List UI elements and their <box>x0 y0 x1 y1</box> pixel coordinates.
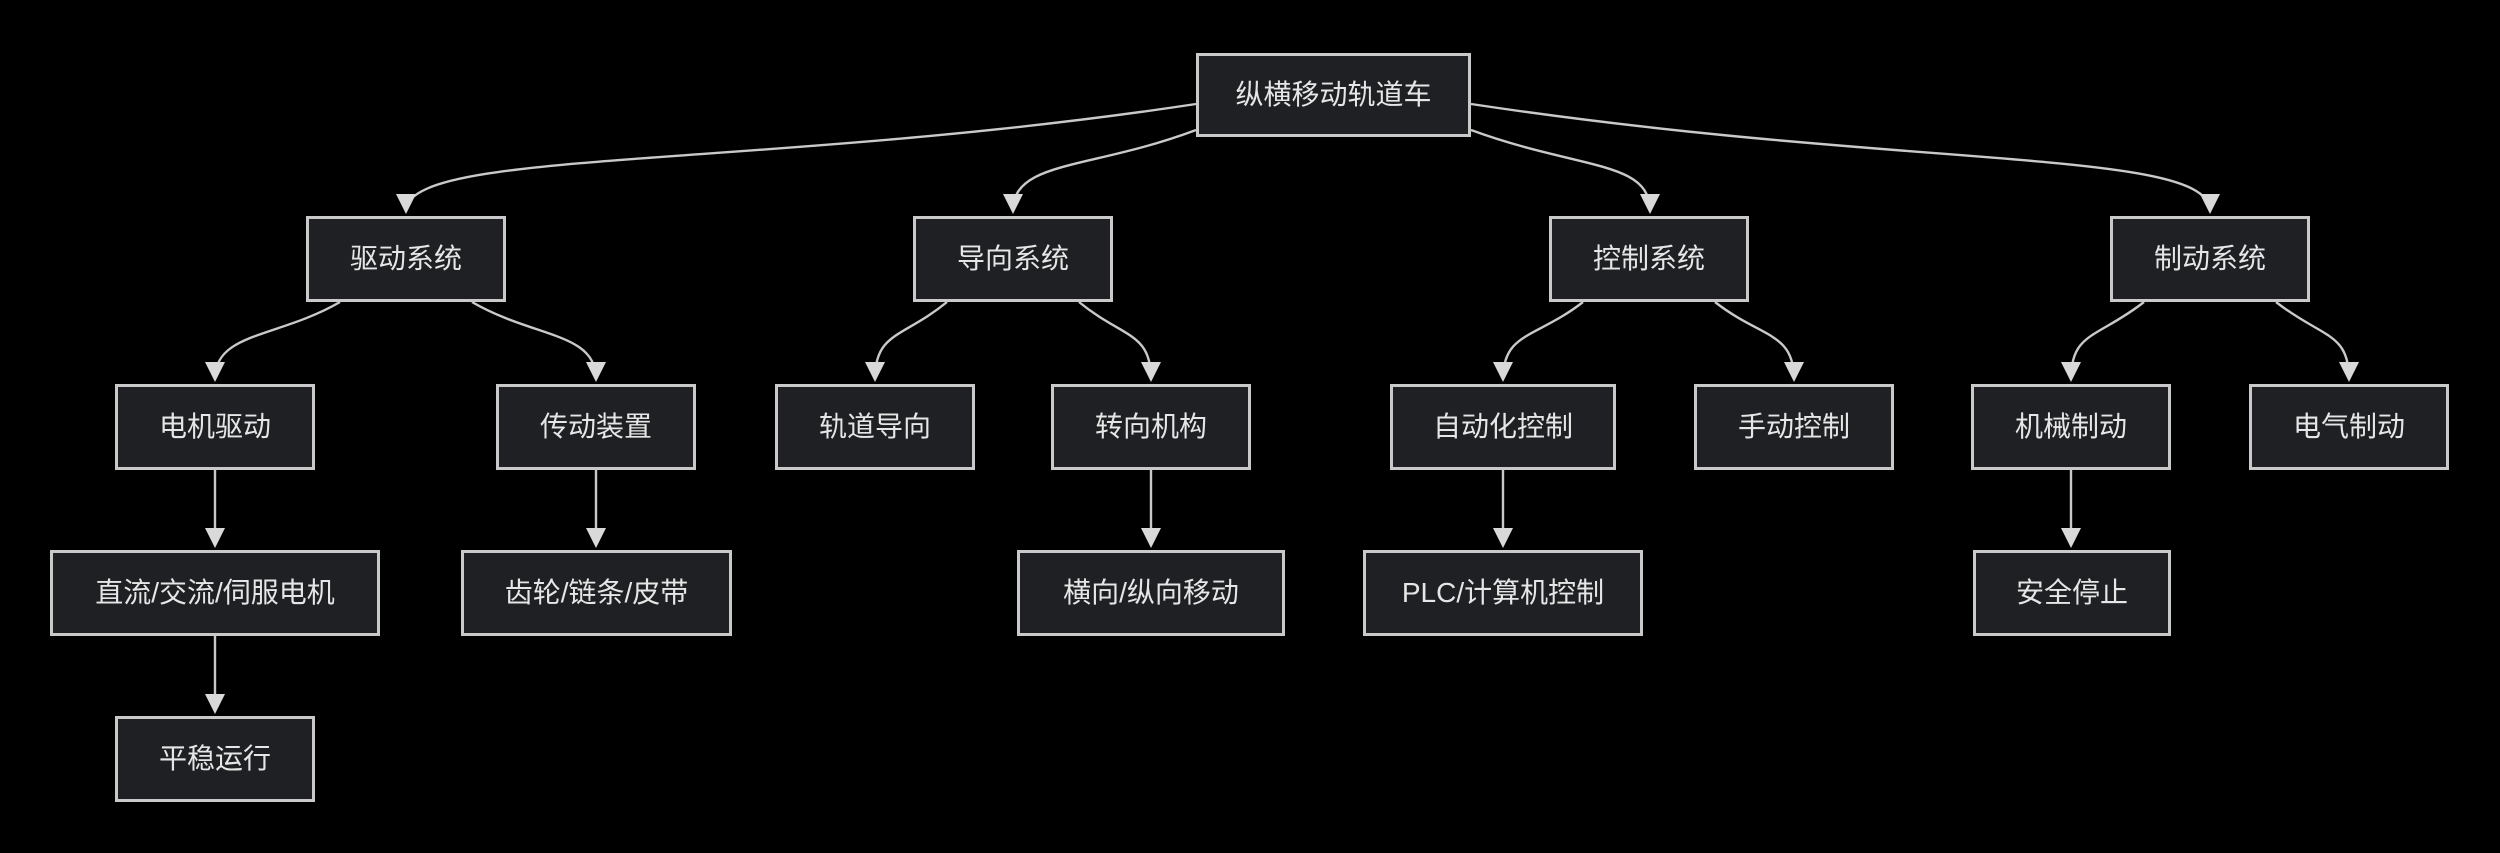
node-label-manual-control: 手动控制 <box>1737 410 1850 442</box>
node-label-drive-system: 驱动系统 <box>349 242 462 274</box>
node-label-transmission: 传动装置 <box>539 410 652 442</box>
node-control-system: 控制系统 <box>1549 216 1749 302</box>
node-brake-system: 制动系统 <box>2110 216 2310 302</box>
node-label-automated-control: 自动化控制 <box>1432 410 1573 442</box>
node-label-brake-system: 制动系统 <box>2153 242 2266 274</box>
node-guide-system: 导向系统 <box>913 216 1113 302</box>
node-label-safe-stop: 安全停止 <box>2015 576 2128 608</box>
node-automated-control: 自动化控制 <box>1390 384 1616 470</box>
node-smooth-operation: 平稳运行 <box>115 716 315 802</box>
node-label-plc-computer-control: PLC/计算机控制 <box>1401 576 1605 608</box>
node-label-lateral-longitudinal-move: 横向/纵向移动 <box>1063 576 1239 608</box>
node-label-steering-mechanism: 转向机构 <box>1094 410 1207 442</box>
edge-rail-car-to-brake-system <box>1470 102 2220 214</box>
node-plc-computer-control: PLC/计算机控制 <box>1363 550 1643 636</box>
node-safe-stop: 安全停止 <box>1973 550 2171 636</box>
node-rail-guide: 轨道导向 <box>775 384 975 470</box>
node-transmission: 传动装置 <box>496 384 696 470</box>
edge-rail-car-to-guide-system <box>1003 128 1197 214</box>
node-label-mechanical-brake: 机械制动 <box>2014 410 2127 442</box>
node-motor-types: 直流/交流/伺服电机 <box>50 550 380 636</box>
node-label-smooth-operation: 平稳运行 <box>158 742 271 774</box>
edge-drive-system-to-motor-drive <box>205 300 341 382</box>
node-rail-car: 纵横移动轨道车 <box>1196 53 1471 137</box>
node-label-electrical-brake: 电气制动 <box>2292 410 2405 442</box>
node-electrical-brake: 电气制动 <box>2249 384 2449 470</box>
node-label-guide-system: 导向系统 <box>956 242 1069 274</box>
edge-rail-car-to-control-system <box>1470 128 1660 214</box>
node-label-motor-types: 直流/交流/伺服电机 <box>95 576 335 608</box>
edge-brake-system-to-electrical-brake <box>2275 301 2359 382</box>
node-label-rail-guide: 轨道导向 <box>818 410 931 442</box>
node-label-gear-chain-belt: 齿轮/链条/皮带 <box>504 576 689 608</box>
edge-control-system-to-automated-control <box>1493 301 1584 382</box>
edge-brake-system-to-mechanical-brake <box>2061 301 2145 382</box>
node-lateral-longitudinal-move: 横向/纵向移动 <box>1017 550 1285 636</box>
edge-guide-system-to-rail-guide <box>865 301 948 382</box>
node-steering-mechanism: 转向机构 <box>1051 384 1251 470</box>
edge-guide-system-to-steering-mechanism <box>1078 301 1161 382</box>
edge-rail-car-to-drive-system <box>396 102 1197 214</box>
node-manual-control: 手动控制 <box>1694 384 1894 470</box>
node-motor-drive: 电机驱动 <box>115 384 315 470</box>
node-label-control-system: 控制系统 <box>1592 242 1705 274</box>
node-gear-chain-belt: 齿轮/链条/皮带 <box>461 550 732 636</box>
node-drive-system: 驱动系统 <box>306 216 506 302</box>
node-mechanical-brake: 机械制动 <box>1971 384 2171 470</box>
node-label-motor-drive: 电机驱动 <box>158 410 271 442</box>
edge-drive-system-to-transmission <box>471 300 606 382</box>
node-label-rail-car: 纵横移动轨道车 <box>1235 78 1432 110</box>
edge-control-system-to-manual-control <box>1714 301 1804 382</box>
